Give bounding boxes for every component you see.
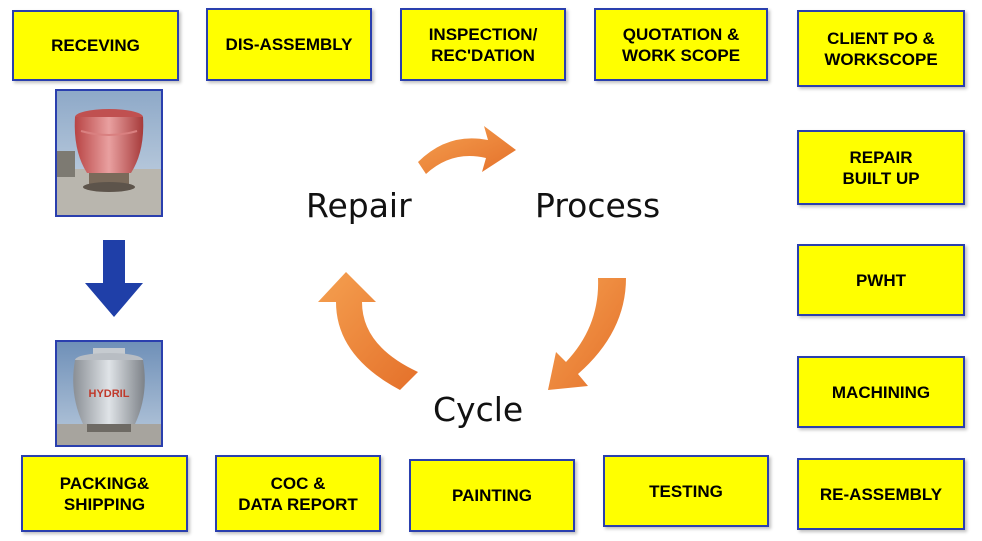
cycle-word-repair: Repair bbox=[306, 186, 412, 225]
step-quotation: QUOTATION & WORK SCOPE bbox=[594, 8, 768, 81]
arrow-right bbox=[548, 278, 626, 390]
arrow-left bbox=[318, 272, 418, 390]
step-dis-assembly: DIS-ASSEMBLY bbox=[206, 8, 372, 81]
step-client-po: CLIENT PO & WORKSCOPE bbox=[797, 10, 965, 87]
step-re-assembly: RE-ASSEMBLY bbox=[797, 458, 965, 530]
bop-after-image: HYDRIL bbox=[57, 342, 161, 445]
step-coc-data-report: COC & DATA REPORT bbox=[215, 455, 381, 532]
step-packing-shipping: PACKING& SHIPPING bbox=[21, 455, 188, 532]
hydril-label: HYDRIL bbox=[89, 388, 130, 400]
step-inspection: INSPECTION/ REC'DATION bbox=[400, 8, 566, 81]
step-machining: MACHINING bbox=[797, 356, 965, 428]
step-repair-built-up: REPAIR BUILT UP bbox=[797, 130, 965, 205]
photo-after-repair: HYDRIL bbox=[55, 340, 163, 447]
cycle-word-process: Process bbox=[535, 186, 661, 225]
step-testing: TESTING bbox=[603, 455, 769, 527]
arrow-top bbox=[418, 126, 516, 174]
step-receving: RECEVING bbox=[12, 10, 179, 81]
step-painting: PAINTING bbox=[409, 459, 575, 532]
cycle-word-cycle: Cycle bbox=[433, 390, 524, 429]
photo-before-repair bbox=[55, 89, 163, 217]
bop-before-image bbox=[57, 91, 161, 215]
step-pwht: PWHT bbox=[797, 244, 965, 316]
